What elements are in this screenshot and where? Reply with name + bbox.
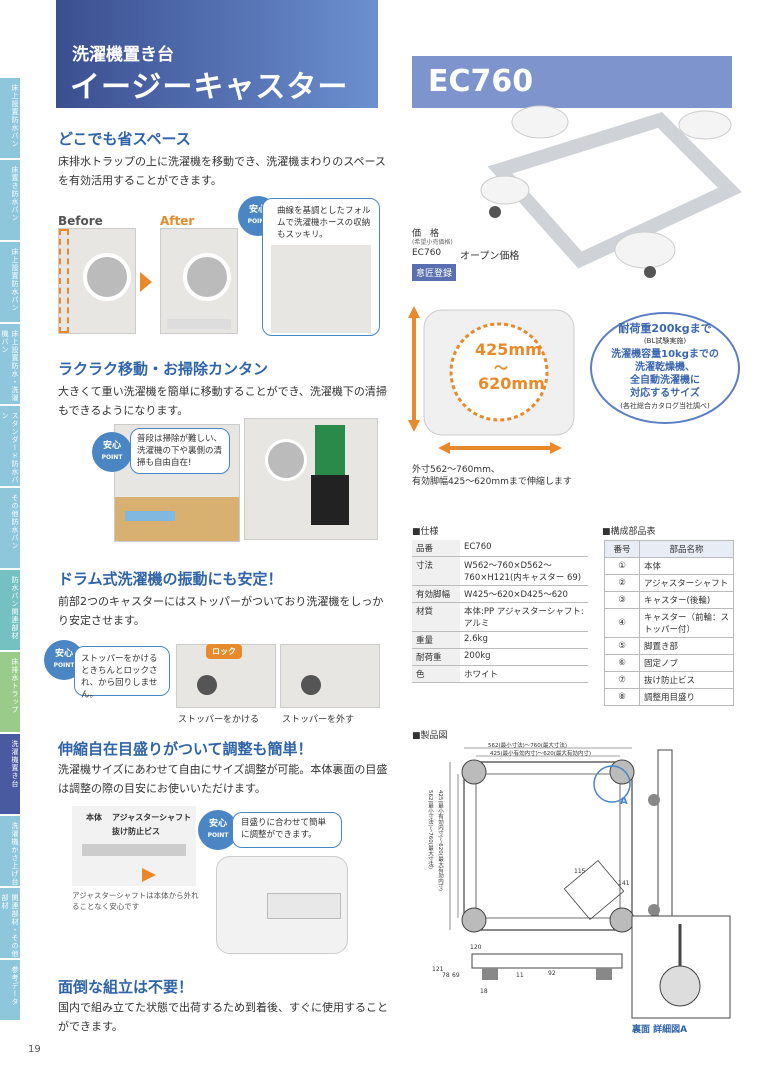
lock-label: ロック	[206, 644, 242, 659]
section3-title: ドラム式洗濯機の振動にも安定！	[58, 570, 283, 588]
dim-120: 120	[470, 944, 482, 951]
side-tab-1[interactable]: 床上設置防水パン	[0, 78, 20, 158]
dim-side2: 425(最小有効内寸)～620(最大有効内寸)	[437, 790, 443, 892]
point-box-1: 曲線を基調としたフォルムで洗濯機ホースの収納もスッキリ。	[262, 198, 380, 336]
section1-body: 床排水トラップの上に洗濯機を移動でき、洗濯機まわりのスペースを有効活用することが…	[58, 155, 386, 187]
header-banner: 洗濯機置き台 イージーキャスター	[56, 0, 378, 108]
label-shaft: アジャスターシャフト	[112, 813, 192, 822]
section4-title: 伸縮自在目盛りがついて調整も簡単！	[58, 740, 313, 758]
price-value: オープン価格	[460, 251, 520, 262]
shaft-illustration	[72, 806, 196, 886]
range-top: 425mm	[475, 340, 542, 359]
dim-78: 78	[442, 972, 450, 979]
stopper-caption-2: ストッパーを外す	[282, 715, 355, 725]
size-caption-1: 外寸562～760mm、	[412, 465, 500, 475]
dim-outer: 562(最小寸法)～760(最大寸法)	[488, 743, 568, 749]
dim-18: 18	[480, 988, 488, 995]
before-photo	[58, 228, 136, 334]
after-photo	[160, 228, 238, 334]
after-label: After	[160, 214, 195, 228]
capacity-claim: 耐荷重200kgまで (BL試験実施) 洗濯機容量10kgまでの 洗濯乾燥機、 …	[590, 312, 740, 424]
dim-side: 562(最小寸法)～760(最大寸法)	[427, 790, 433, 870]
side-tab-6[interactable]: その他防水パン	[0, 488, 20, 568]
spec-heading: ■仕様	[412, 527, 439, 537]
size-diagram	[408, 306, 575, 454]
before-label: Before	[58, 214, 103, 228]
header-title: イージーキャスター	[70, 70, 349, 105]
model-banner: EC760	[412, 56, 732, 108]
stopper-caption-1: ストッパーをかける	[178, 715, 260, 725]
spec-row: 材質本体:PP アジャスターシャフト:アルミ	[412, 602, 588, 632]
drawing-heading: ■製品図	[412, 731, 448, 741]
side-tab-12[interactable]: 参考データ	[0, 960, 20, 1020]
dim-92: 92	[548, 970, 556, 977]
section3-body: 前部2つのキャスターにはストッパーがついており洗濯機をしっかり安定させます。	[58, 595, 384, 627]
price-label: 価 格	[412, 229, 440, 239]
dim-11: 11	[516, 972, 524, 979]
section2-body: 大きくて重い洗濯機を簡単に移動することができ、洗濯機下の清掃もできるようになりま…	[58, 385, 387, 417]
arrow-icon	[140, 272, 152, 292]
label-screw: 抜け防止ビス	[112, 827, 160, 836]
section1-title: どこでも省スペース	[58, 130, 191, 148]
point-text-1: 曲線を基調としたフォルムで洗濯機ホースの収納もスッキリ。	[277, 206, 371, 240]
product-photo	[480, 105, 743, 278]
size-caption-2: 有効脚幅425～620mmまで伸縮します	[412, 477, 572, 487]
side-tab-10[interactable]: 洗濯機かさ上げ台	[0, 816, 20, 886]
moving-photo	[244, 418, 378, 540]
parts-heading: ■構成部品表	[602, 527, 656, 537]
side-tab-11[interactable]: 関連部材・その他部材	[0, 888, 20, 958]
point-text-4: 目盛りに合わせて簡単に調整ができます。	[232, 812, 342, 848]
point-text-3: ストッパーをかけるときちんとロックされ、から回りしません。	[74, 646, 170, 700]
label-body: 本体	[86, 813, 102, 822]
spec-row: 色ホワイト	[412, 665, 588, 683]
section5-title: 面倒な組立は不要！	[58, 978, 194, 996]
scale-photo	[216, 856, 348, 954]
dim-121: 121	[432, 966, 444, 973]
page-number: 19	[28, 1044, 41, 1055]
side-tab-3[interactable]: 床上設置防水パン	[0, 242, 20, 322]
design-registration-badge: 意匠登録	[412, 264, 457, 281]
section4-body: 洗濯機サイズにあわせて自由にサイズ調整が可能。本体裏面の目盛は調整の際の目安にお…	[58, 763, 388, 795]
side-tab-8[interactable]: 床排水トラップ	[0, 652, 20, 732]
range-bottom: 620mm	[478, 374, 545, 393]
side-tab-9[interactable]: 洗濯機置き台	[0, 734, 20, 814]
range-tilde: ～	[494, 361, 508, 377]
side-tab-4[interactable]: 床上設置防水・洗濯機パン	[0, 324, 20, 404]
side-tab-2[interactable]: 床置き防水パン	[0, 160, 20, 240]
shaft-note: アジャスターシャフトは本体から外れることなく安心です	[72, 891, 199, 911]
dim-69: 69	[452, 972, 460, 979]
section2-title: ラクラク移動・お掃除カンタン	[58, 360, 269, 378]
stopper-photo-2	[280, 644, 380, 708]
section5-body: 国内で組み立てた状態で出荷するため到着後、すぐに使用することができます。	[58, 1001, 388, 1033]
side-tab-7[interactable]: 防水パン関連部材	[0, 570, 20, 650]
technical-drawing	[449, 747, 731, 1019]
dim-141: 141	[618, 880, 630, 887]
dim-inner: 425(最小有効内寸)～620(最大有効内寸)	[490, 751, 592, 757]
price-sub: (希望小売価格)	[412, 239, 453, 246]
header-subtitle: 洗濯機置き台	[72, 45, 174, 65]
price-model: EC760	[412, 248, 442, 258]
detail-a-label: A	[620, 796, 628, 807]
dim-115: 115	[574, 868, 586, 875]
point-text-2: 普段は掃除が難しい、洗濯機の下や裏側の清掃も自由自在!	[130, 428, 230, 474]
side-tab-5[interactable]: スタンダード防水パン	[0, 406, 20, 486]
detail-caption: 裏面 詳細図A	[632, 1025, 688, 1035]
